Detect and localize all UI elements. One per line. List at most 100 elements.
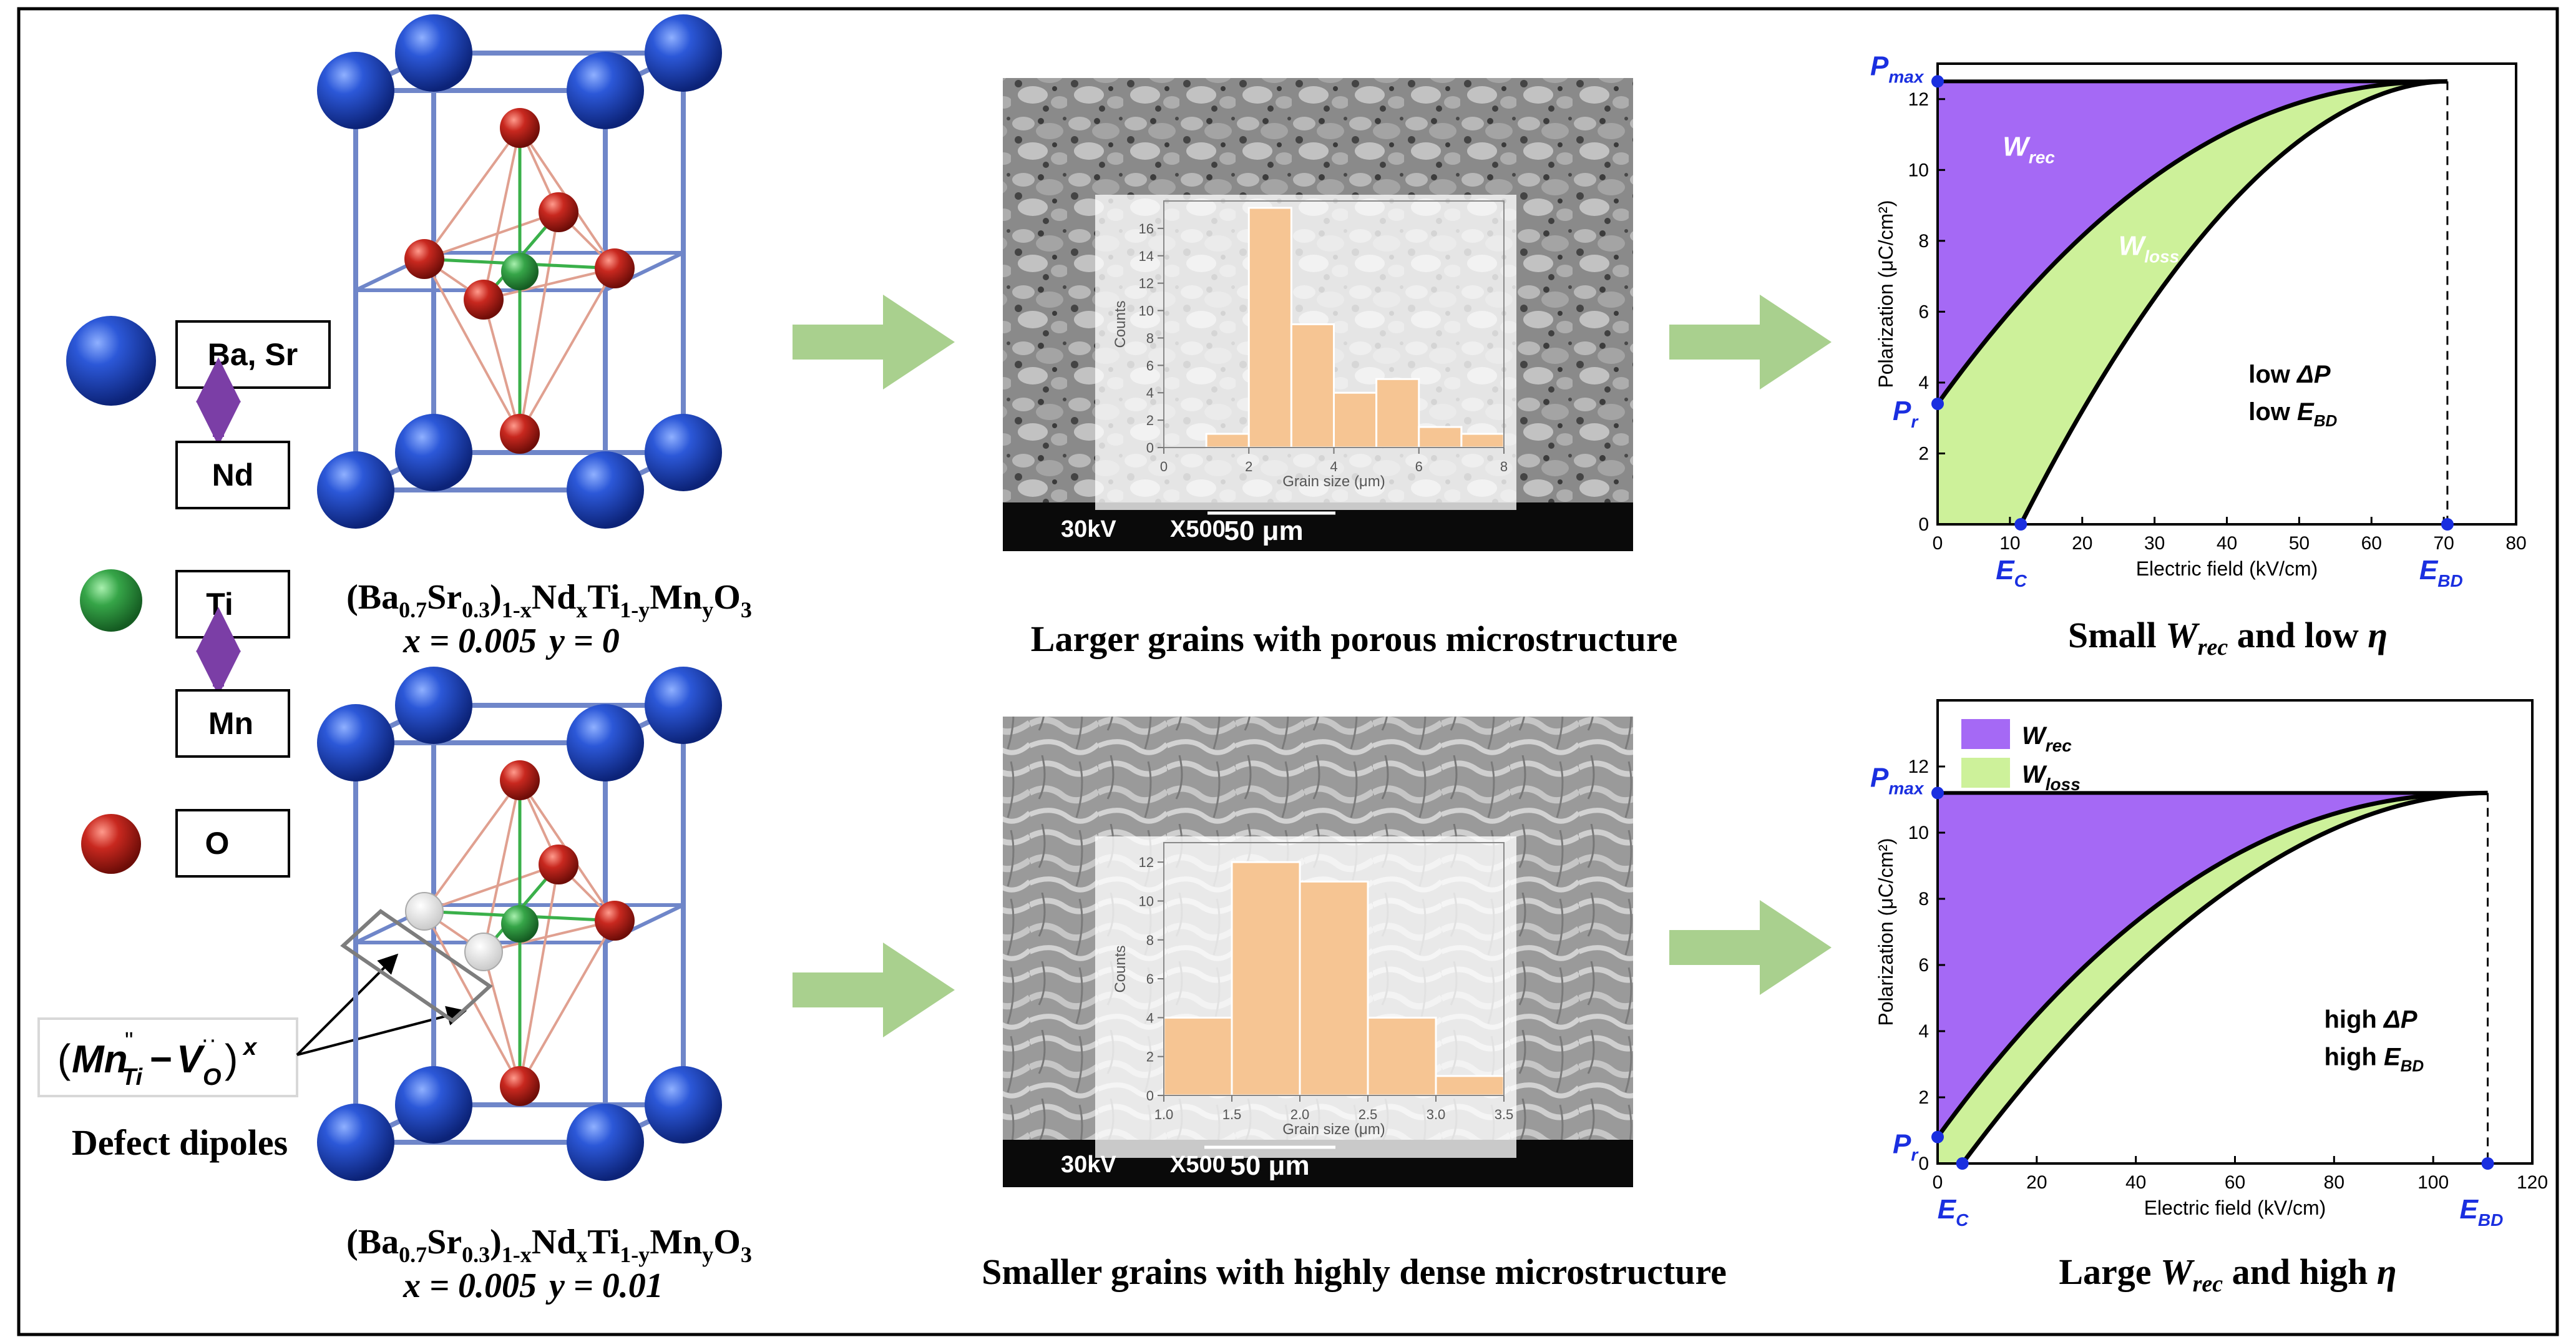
wrec-region	[1938, 81, 2447, 404]
svg-text:(: (	[57, 1036, 71, 1081]
ba-sr-atom	[395, 667, 472, 744]
o-atom	[539, 845, 578, 884]
discharge-curve	[1960, 790, 2488, 1165]
svg-text:(Ba0.7Sr0.3)1-xNdxTi1-yMnyO3: (Ba0.7Sr0.3)1-xNdxTi1-yMnyO3	[346, 1223, 752, 1267]
o-atom	[595, 901, 635, 941]
formula-bottom-x: x = 0.005	[402, 1266, 537, 1305]
pr-marker	[1931, 397, 1944, 410]
y-axis-label: Counts	[1112, 300, 1129, 348]
caption-sem-bottom: Smaller grains with highly dense microst…	[982, 1251, 1727, 1292]
histogram-bar	[1247, 207, 1292, 449]
ti-atom	[501, 253, 539, 290]
x-tick-label: 40	[2217, 533, 2237, 554]
x-tick-label: 3.0	[1427, 1107, 1446, 1122]
x-tick-label: 20	[2072, 533, 2092, 554]
x-tick-label: 2.0	[1290, 1107, 1310, 1122]
wrec-region	[1938, 793, 2488, 1137]
legend-ti-atom	[80, 569, 142, 632]
flow-arrows	[793, 295, 1832, 1037]
x-tick-label: 80	[2324, 1172, 2344, 1193]
y-tick-label: 4	[1146, 385, 1154, 401]
legend-label-nd: Nd	[212, 458, 254, 492]
defect-pointer-arrow	[296, 1006, 467, 1056]
x-tick-label: 20	[2026, 1172, 2047, 1193]
ba-sr-atom	[317, 704, 394, 781]
legend-label: Wrec	[2022, 722, 2072, 755]
ec-label: EC	[1996, 555, 2027, 590]
ba-sr-atom	[395, 14, 472, 92]
formula-top: (Ba0.7Sr0.3)1-xNdxTi1-yMnyO3 x = 0.005 y…	[346, 578, 752, 660]
y-tick-label: 4	[1918, 1021, 1929, 1042]
legend-box-nd	[175, 441, 290, 509]
ba-sr-atom	[317, 451, 394, 529]
x-tick-label: 120	[2517, 1172, 2548, 1193]
o-atom	[539, 192, 578, 232]
svg-text:V: V	[177, 1038, 205, 1081]
histogram-bar	[1418, 426, 1463, 449]
pr-label: Pr	[1893, 1129, 1919, 1165]
y-tick-label: 6	[1146, 971, 1154, 987]
defect-formula: ( Mn Ti " − V O ·· ) x	[57, 1027, 258, 1090]
y-tick-label: 10	[1139, 893, 1154, 909]
x-tick-label: 0	[1160, 459, 1168, 474]
legend-o-atom	[81, 814, 141, 874]
o-atom	[464, 280, 504, 320]
x-tick-label: 10	[1999, 533, 2020, 554]
y-tick-label: 8	[1146, 330, 1154, 346]
legend-box-mn	[175, 689, 290, 758]
flow-arrow-top-2	[1669, 295, 1832, 389]
y-tick-label: 10	[1139, 303, 1154, 319]
o-atom	[500, 1066, 540, 1106]
ba-sr-atom	[567, 1104, 644, 1181]
figure-border	[17, 7, 2559, 1336]
ba-sr-atom	[317, 52, 394, 129]
atom-legend: Ba, Sr Nd Ti Mn O ( Mn Ti " − V O ·· ) x…	[37, 316, 467, 1163]
formula-bottom-y: y = 0.01	[545, 1266, 663, 1305]
pr-label: Pr	[1893, 396, 1919, 431]
legend-swatch	[1961, 758, 2010, 788]
svg-text:(Ba0.7Sr0.3)1-xNdxTi1-yMnyO3: (Ba0.7Sr0.3)1-xNdxTi1-yMnyO3	[346, 578, 752, 622]
x-tick-label: 80	[2505, 533, 2526, 554]
svg-text:": "	[125, 1028, 134, 1054]
x-axis-label: Electric field (kV/cm)	[2136, 557, 2318, 580]
svg-text:··: ··	[201, 1027, 217, 1053]
o-atom	[500, 108, 540, 148]
ba-sr-atom	[645, 14, 722, 92]
wloss-region	[1938, 81, 2447, 524]
histogram-bar	[1231, 861, 1301, 1097]
sem-info-bar	[1003, 502, 1633, 551]
formula-top-y: y = 0	[545, 622, 620, 660]
x-tick-label: 60	[2225, 1172, 2245, 1193]
svg-text:O: O	[203, 1064, 222, 1090]
ba-sr-atom	[395, 414, 472, 491]
histogram-bar	[1205, 433, 1250, 449]
x-tick-label: 4	[1330, 459, 1337, 474]
crystal-structure-top	[317, 14, 722, 529]
y-tick-label: 4	[1146, 1010, 1154, 1026]
x-axis-label: Grain size (μm)	[1282, 1121, 1385, 1138]
ebd-label: EBD	[2460, 1194, 2504, 1230]
bond-line	[423, 127, 521, 260]
flow-arrow-top-1	[793, 295, 955, 389]
y-tick-label: 6	[1918, 301, 1929, 322]
histogram-bar	[1163, 1016, 1233, 1097]
oxygen-vacancy	[464, 933, 503, 971]
bond-line	[483, 267, 615, 301]
bond-line	[519, 920, 616, 1087]
o-atom	[404, 239, 444, 279]
x-tick-label: 40	[2125, 1172, 2146, 1193]
ba-sr-atom	[567, 451, 644, 529]
y-tick-label: 2	[1918, 1087, 1929, 1108]
discharge-curve	[2019, 79, 2448, 526]
ebd-marker	[2441, 518, 2454, 531]
x-tick-label: 1.0	[1154, 1107, 1174, 1122]
y-tick-label: 8	[1146, 933, 1154, 948]
y-tick-label: 0	[1146, 440, 1154, 456]
histogram-bar	[1299, 880, 1369, 1097]
bond-line	[483, 919, 615, 953]
caption-pe-bottom: Large Wrec and high η	[2059, 1251, 2396, 1297]
ebd-marker	[2481, 1157, 2494, 1170]
histogram-bar	[1375, 378, 1420, 449]
